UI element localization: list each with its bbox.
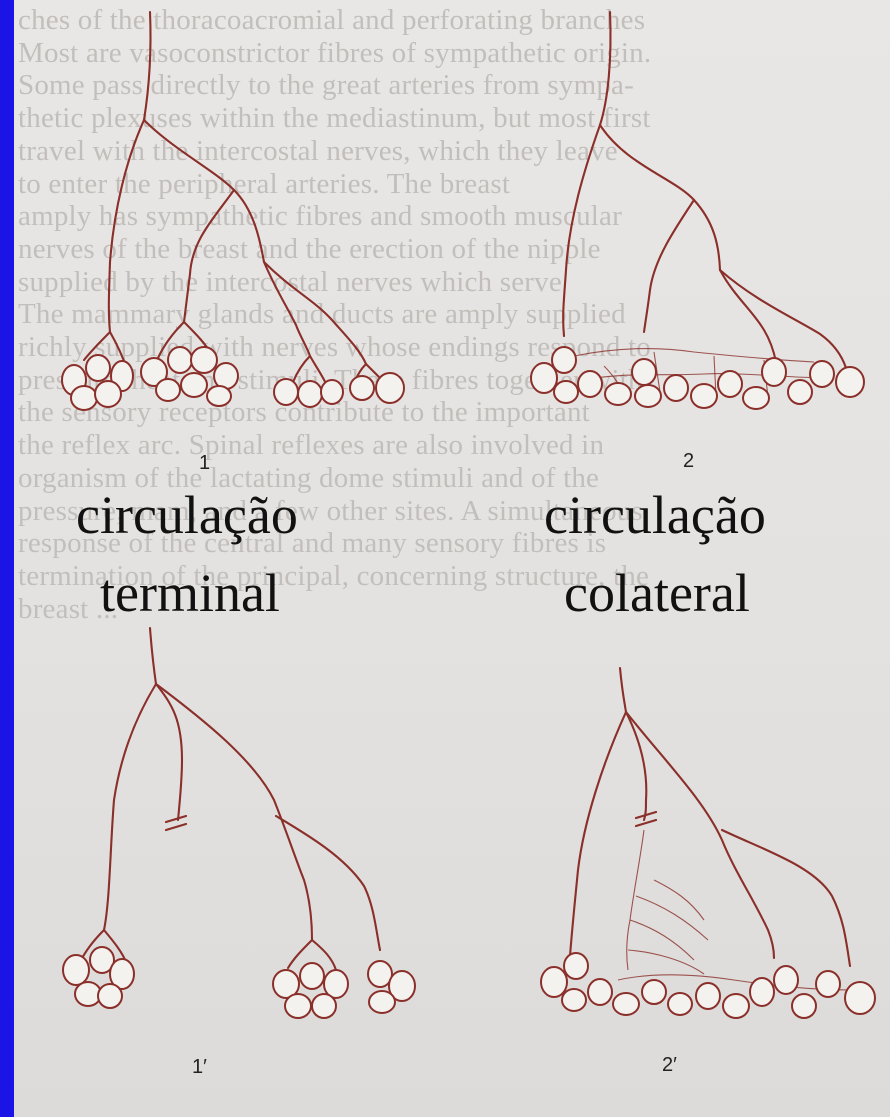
caption-collateral-line1: circulação: [544, 485, 766, 545]
background-text-line: travel with the intercostal nerves, whic…: [18, 134, 618, 167]
background-text-line: nerves of the breast and the erection of…: [18, 232, 601, 265]
background-text-line: breast ...: [18, 592, 119, 625]
caption-collateral-line2: colateral: [564, 563, 750, 623]
background-text-line: pressure, mam, and a few other sites. A …: [18, 494, 643, 527]
vascular-diagram: [61, 10, 876, 1019]
figure-label-1-prime: 1′: [192, 1056, 207, 1078]
figure-label-2-prime: 2′: [662, 1054, 677, 1076]
background-text-line: Most are vasoconstrictor fibres of sympa…: [18, 36, 652, 69]
collateral-occluded-figure: [540, 666, 876, 1019]
caption-terminal-line2: terminal: [100, 563, 280, 623]
background-text-line: response of the central and many sensory…: [18, 527, 607, 560]
figure-label-2: 2: [683, 450, 695, 472]
caption-terminal-line1: circulação: [76, 485, 298, 545]
terminal-circulation-figure: [61, 10, 405, 411]
figure-label-1: 1: [199, 452, 211, 474]
figure-canvas: ches of the thoracoacromial and perforat…: [14, 0, 890, 1117]
background-text-line: Some pass directly to the great arteries…: [18, 69, 634, 102]
terminal-occluded-figure: [62, 626, 416, 1019]
background-text-line: ches of the thoracoacromial and perforat…: [18, 4, 646, 36]
background-text-line: thetic plexuses within the mediastinum, …: [18, 102, 651, 135]
background-text-line: organism of the lactating dome stimuli a…: [18, 461, 600, 494]
background-text-line: amply has sympathetic fibres and smooth …: [18, 200, 622, 233]
background-text-line: The mammary glands and ducts are amply s…: [18, 298, 626, 331]
background-text-line: to enter the peripheral arteries. The br…: [18, 167, 511, 200]
collateral-circulation-figure: [530, 10, 865, 410]
background-text-line: termination of the principal, concerning…: [18, 559, 650, 592]
background-text-line: the reflex arc. Spinal reflexes are also…: [18, 429, 605, 462]
